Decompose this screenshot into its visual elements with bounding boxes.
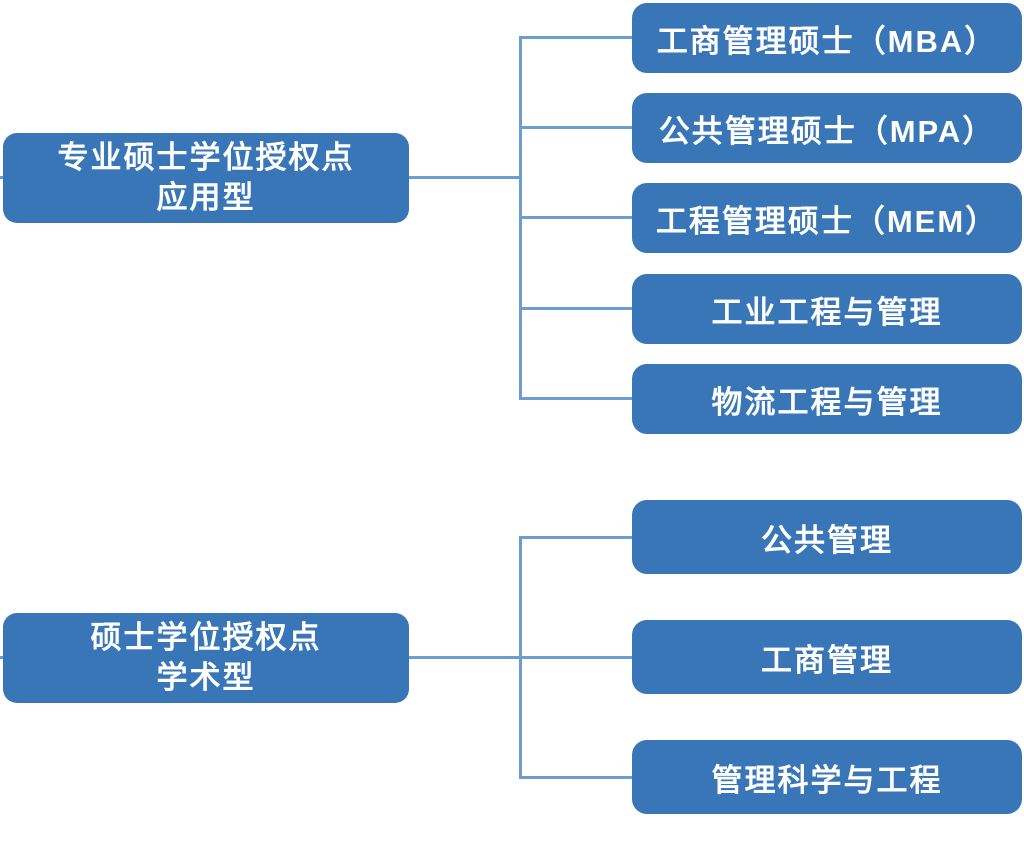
branch-connector-public-admin: [519, 536, 632, 539]
child-node-industrial-engineering: 工业工程与管理: [632, 274, 1022, 344]
parent-node-professional-line1: 专业硕士学位授权点: [57, 140, 355, 175]
child-node-business-administration: 工商管理: [632, 620, 1022, 694]
root-stub-connector-top: [0, 176, 4, 179]
child-node-logistics-engineering: 物流工程与管理: [632, 364, 1022, 434]
branch-connector-mgmt-science: [519, 776, 632, 779]
child-node-mba: 工商管理硕士（MBA）: [632, 3, 1022, 73]
parent-node-academic-line1: 硕士学位授权点: [90, 620, 322, 655]
branch-connector-mpa: [519, 126, 632, 129]
parent-node-academic-master: 硕士学位授权点 学术型: [3, 613, 409, 703]
branch-connector-industrial-eng: [519, 307, 632, 310]
child-node-mem: 工程管理硕士（MEM）: [632, 183, 1022, 253]
parent-connector-bottom: [409, 656, 520, 659]
child-node-management-science-engineering: 管理科学与工程: [632, 740, 1022, 814]
child-node-mpa: 公共管理硕士（MPA）: [632, 93, 1022, 163]
branch-connector-logistics-eng: [519, 397, 632, 400]
branch-connector-mba: [519, 36, 632, 39]
branch-connector-mem: [519, 216, 632, 219]
parent-node-academic-line2: 学术型: [156, 660, 256, 695]
child-node-public-administration: 公共管理: [632, 500, 1022, 574]
root-stub-connector-bottom: [0, 656, 4, 659]
parent-node-professional-line2: 应用型: [156, 180, 256, 215]
branch-connector-business-admin: [519, 656, 632, 659]
parent-connector-top: [409, 176, 520, 179]
parent-node-professional-master: 专业硕士学位授权点 应用型: [3, 133, 409, 223]
